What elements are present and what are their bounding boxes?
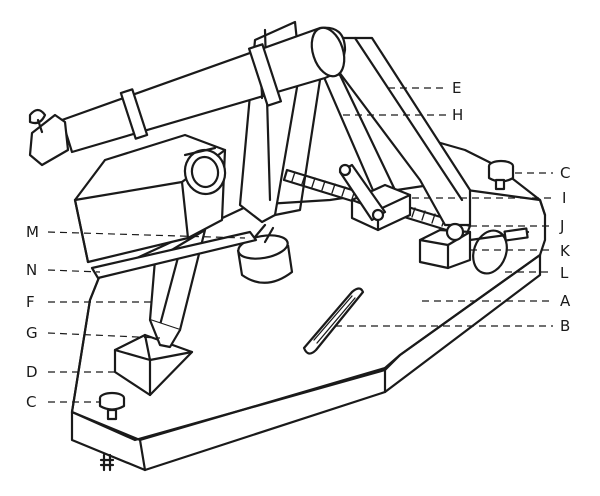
- label-c-bottom: C: [26, 393, 36, 411]
- handwheel-l: [468, 227, 530, 275]
- prism-holder-d: [113, 333, 194, 397]
- label-b: B: [560, 317, 570, 335]
- lamp-housing: [73, 133, 258, 280]
- label-k: K: [560, 242, 571, 260]
- label-g: G: [26, 324, 38, 342]
- label-i: I: [562, 189, 566, 207]
- end-bracket-j: [418, 222, 472, 270]
- label-n: N: [26, 261, 37, 279]
- label-d: D: [26, 363, 38, 381]
- telescope-tube: [28, 26, 347, 167]
- slider-block-i: [338, 163, 412, 232]
- label-h: H: [452, 106, 463, 124]
- label-f: F: [26, 293, 35, 311]
- leader-lines: [47, 87, 553, 403]
- leveling-screw-top: [487, 159, 515, 191]
- label-a: A: [560, 292, 571, 310]
- label-c-top: C: [560, 164, 570, 182]
- label-e: E: [452, 79, 461, 97]
- label-m: M: [26, 223, 39, 241]
- label-l: L: [560, 264, 569, 282]
- leveling-screw-bottom: [98, 391, 126, 472]
- slot-b: [302, 287, 365, 355]
- label-j: J: [559, 217, 564, 235]
